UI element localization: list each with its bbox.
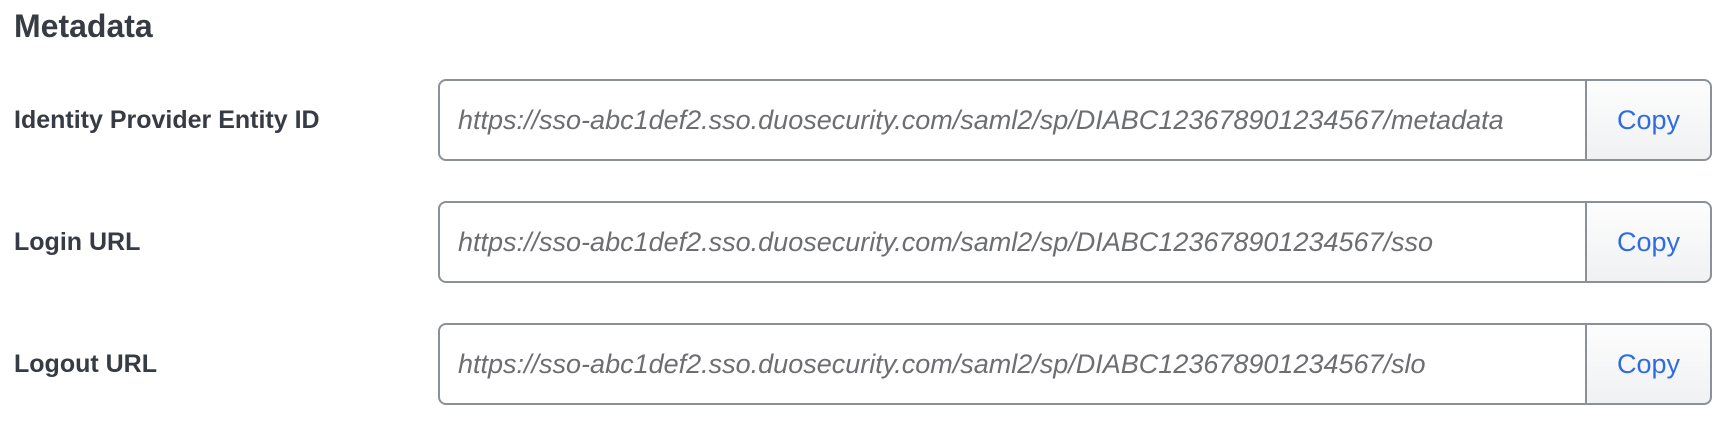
idp-entity-id-input[interactable] — [438, 79, 1587, 161]
field-row-idp-entity-id: Identity Provider Entity ID Copy — [14, 79, 1712, 161]
section-title: Metadata — [14, 8, 153, 44]
logout-url-label: Logout URL — [14, 349, 158, 378]
logout-url-input[interactable] — [438, 323, 1587, 405]
logout-url-copy-button[interactable]: Copy — [1585, 323, 1712, 405]
idp-entity-id-label: Identity Provider Entity ID — [14, 105, 320, 134]
login-url-input-group: Copy — [438, 201, 1712, 283]
idp-entity-id-copy-button[interactable]: Copy — [1585, 79, 1712, 161]
login-url-copy-button[interactable]: Copy — [1585, 201, 1712, 283]
idp-entity-id-input-group: Copy — [438, 79, 1712, 161]
field-row-logout-url: Logout URL Copy — [14, 323, 1712, 405]
login-url-label: Login URL — [14, 227, 141, 256]
login-url-input[interactable] — [438, 201, 1587, 283]
field-row-login-url: Login URL Copy — [14, 201, 1712, 283]
logout-url-input-group: Copy — [438, 323, 1712, 405]
